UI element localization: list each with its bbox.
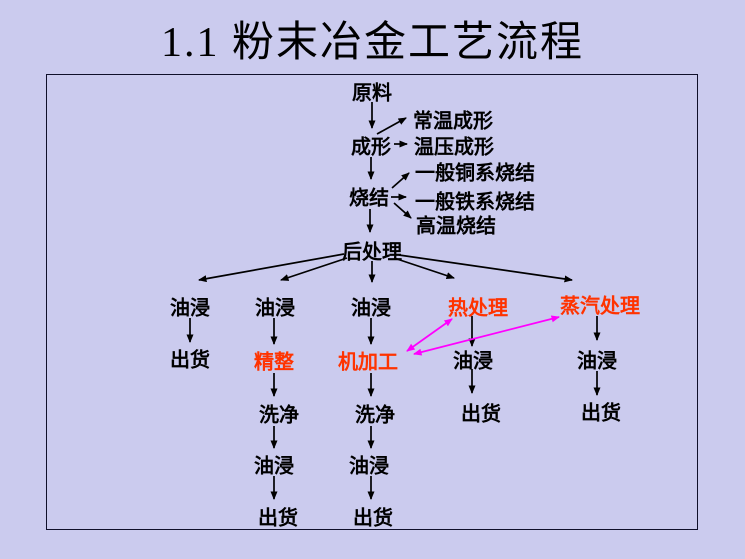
node-col3-oil1: 油浸 — [351, 297, 391, 320]
node-col2-ship: 出货 — [258, 507, 298, 530]
node-cold-forming: 常温成形 — [413, 110, 493, 133]
node-col3-oil2: 油浸 — [349, 455, 389, 478]
node-copper-sintering: 一般铜系烧结 — [415, 162, 535, 185]
node-col3-machining: 机加工 — [338, 351, 398, 374]
node-col1-oil: 油浸 — [170, 297, 210, 320]
node-col4-heat-treatment: 热处理 — [448, 297, 508, 320]
node-col3-wash: 洗净 — [355, 404, 395, 427]
node-iron-sintering: 一般铁系烧结 — [415, 191, 535, 214]
node-col4-oil: 油浸 — [453, 350, 493, 373]
node-col2-oil2: 油浸 — [254, 455, 294, 478]
slide-title: 1.1 粉末冶金工艺流程 — [160, 20, 584, 66]
node-post-processing: 后处理 — [342, 241, 402, 264]
node-sintering: 烧结 — [349, 187, 389, 210]
node-col5-ship: 出货 — [581, 402, 621, 425]
node-col2-wash: 洗净 — [259, 404, 299, 427]
node-forming: 成形 — [351, 136, 391, 159]
node-col2-oil1: 油浸 — [255, 297, 295, 320]
node-warm-forming: 温压成形 — [414, 136, 494, 159]
node-col5-oil: 油浸 — [577, 350, 617, 373]
node-raw-material: 原料 — [352, 82, 392, 105]
node-col4-ship: 出货 — [461, 403, 501, 426]
node-high-temp-sintering: 高温烧结 — [416, 215, 496, 238]
flowchart-frame — [46, 74, 698, 530]
node-col5-steam-treatment: 蒸汽处理 — [560, 295, 640, 318]
node-col2-sizing: 精整 — [254, 351, 294, 374]
node-col3-ship: 出货 — [353, 507, 393, 530]
node-col1-ship: 出货 — [170, 349, 210, 372]
